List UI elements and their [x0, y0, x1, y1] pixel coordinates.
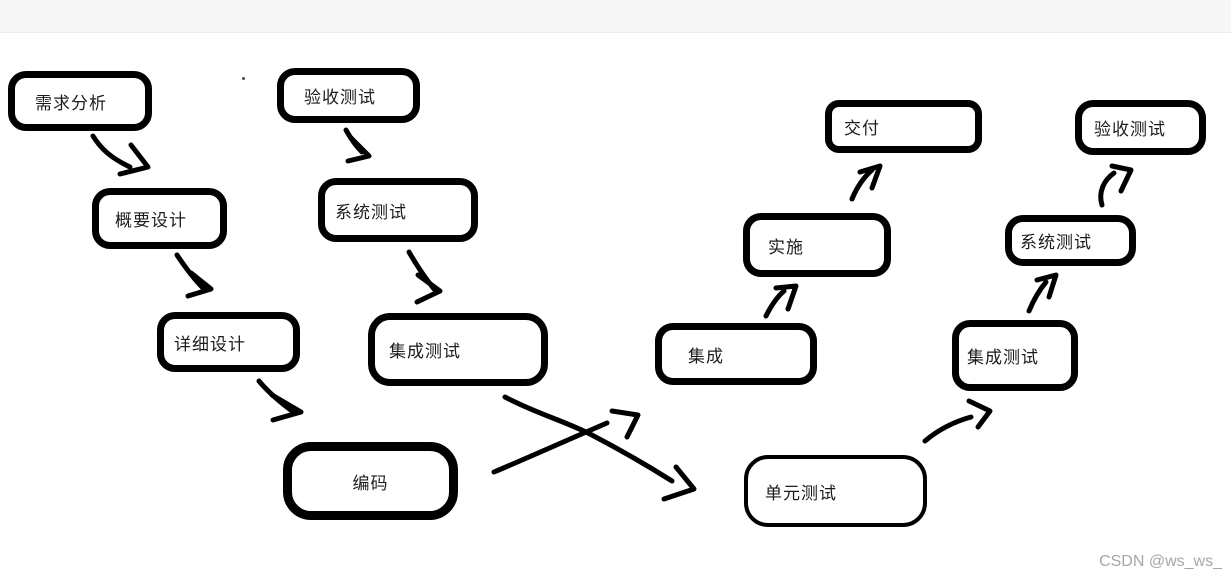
csdn-watermark: CSDN @ws_ws_ [1099, 553, 1222, 570]
flow-node-outline-design: 概要设计 [92, 188, 227, 249]
arrow-implementation-to-delivery [849, 163, 883, 202]
arrow-detailed-design-to-coding [256, 378, 304, 423]
arrow-requirements-to-outline-design [90, 133, 151, 177]
stray-dot-mark [242, 77, 245, 80]
flow-node-unit-test: 单元测试 [744, 455, 927, 527]
arrow-integration-to-implementation [763, 283, 799, 319]
flow-node-integration-test-left: 集成测试 [368, 313, 548, 386]
arrow-coding-to-integration [491, 408, 641, 475]
arrow-system-test-to-integration-test [406, 249, 443, 305]
flow-node-acceptance-test-right: 验收测试 [1075, 100, 1206, 155]
arrow-integration-test-to-system-test-right [1026, 272, 1059, 314]
flow-node-acceptance-test-left: 验收测试 [277, 68, 420, 123]
flow-node-system-test-left: 系统测试 [318, 178, 478, 242]
flow-node-implementation: 实施 [743, 213, 891, 277]
flow-node-integration: 集成 [655, 323, 817, 385]
arrow-outline-design-to-detailed-design [174, 252, 214, 299]
arrow-system-test-to-acceptance-test-right [1098, 163, 1134, 208]
flow-node-delivery: 交付 [825, 100, 982, 153]
flow-node-detailed-design: 详细设计 [157, 312, 300, 372]
page-top-strip [0, 0, 1231, 33]
flow-node-integration-test-right: 集成测试 [952, 320, 1078, 391]
flow-node-coding: 编码 [283, 442, 458, 520]
flow-node-system-test-right: 系统测试 [1005, 215, 1136, 266]
arrow-acceptance-to-system-test [343, 127, 372, 164]
flow-node-requirements-analysis: 需求分析 [8, 71, 152, 131]
arrow-integration-test-to-unit-test [502, 394, 697, 502]
arrow-unit-test-to-integration-test-right [922, 398, 993, 444]
